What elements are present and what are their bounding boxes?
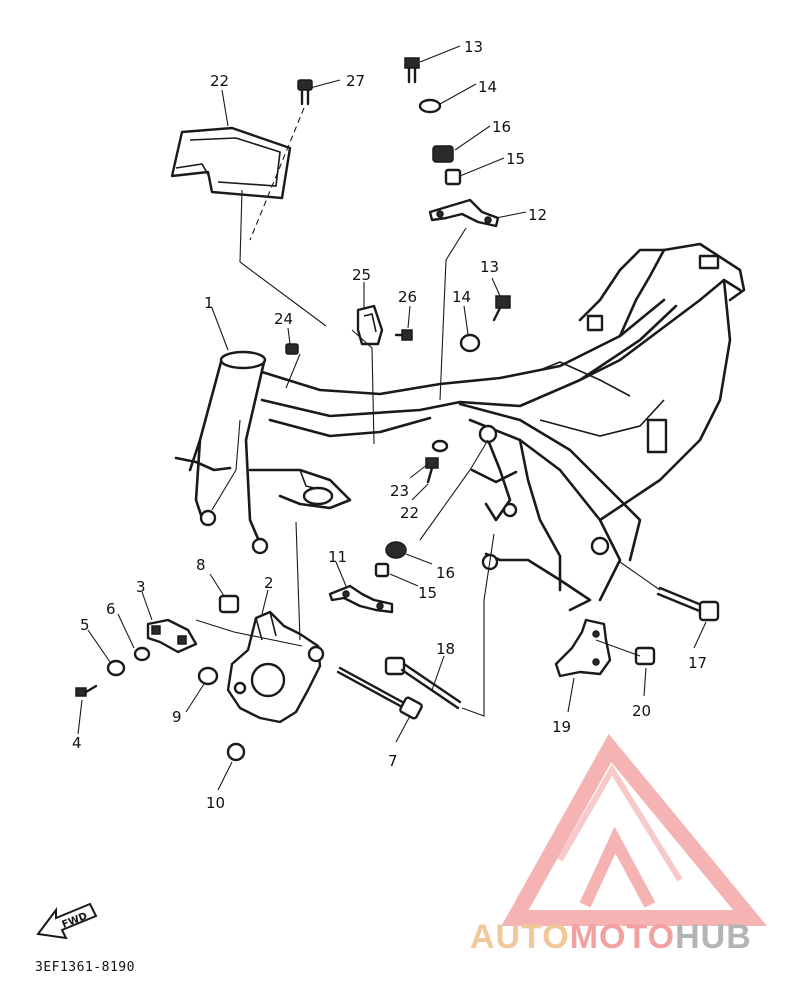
callout-1: 1 [204, 294, 214, 312]
callout-6: 6 [106, 600, 116, 618]
callout-26: 22 [210, 72, 229, 90]
part-1-main-frame [174, 242, 746, 612]
part-20-nut [634, 646, 656, 666]
part-6-washer [133, 646, 151, 662]
callout-13-top: 13 [464, 38, 483, 56]
part-9-washer [197, 666, 219, 686]
part-12-bracket [428, 198, 500, 228]
callout-8: 8 [196, 556, 206, 574]
diagram-code: 3EF1361-8190 [35, 960, 135, 975]
callout-19: 19 [552, 718, 571, 736]
part-2-engine-bracket [226, 610, 325, 724]
part-17-long-bolt [656, 586, 720, 622]
watermark-auto: AUTO [470, 918, 570, 956]
part-13-bolt-mid [492, 295, 511, 322]
callout-25: 26 [398, 288, 417, 306]
callout-3: 3 [136, 578, 146, 596]
watermark-brand: AUTOMOTOHUB [470, 918, 752, 957]
callout-17: 17 [688, 654, 707, 672]
callout-24: 25 [352, 266, 371, 284]
callout-9: 9 [172, 708, 182, 726]
callout-13-mid: 13 [480, 258, 499, 276]
callout-14-top: 14 [478, 78, 497, 96]
callout-20: 20 [632, 702, 651, 720]
callout-16-lower: 16 [436, 564, 455, 582]
callout-11: 11 [328, 548, 347, 566]
part-10-washer [226, 742, 246, 762]
part-18-long-bolt [384, 656, 462, 710]
callout-14-mid: 14 [452, 288, 471, 306]
watermark-logo [501, 733, 767, 926]
part-13-bolt-top [404, 57, 420, 84]
part-7-long-bolt [336, 666, 423, 720]
fwd-arrow-icon: FWD [36, 902, 98, 940]
part-4-bolt [75, 684, 98, 697]
callout-15-lower: 15 [418, 584, 437, 602]
callout-4: 4 [72, 734, 82, 752]
part-16-bushing-lower [385, 541, 407, 559]
callout-7: 7 [388, 752, 398, 770]
part-19-bracket [554, 618, 612, 678]
watermark-hub: HUB [675, 918, 752, 956]
part-14-washer-top [418, 98, 442, 114]
callout-23: 24 [274, 310, 293, 328]
part-14-washer-mid [459, 333, 481, 353]
callout-12: 12 [528, 206, 547, 224]
part-16-bushing-top [432, 145, 454, 163]
callout-16-top: 16 [492, 118, 511, 136]
part-21-bolt [425, 457, 439, 484]
part-26-cover [170, 126, 292, 200]
callout-15-top: 15 [506, 150, 525, 168]
part-11-bracket [328, 584, 394, 614]
callout-27: 27 [346, 72, 365, 90]
callout-22: 23 [390, 482, 409, 500]
part-25-bolt [394, 329, 413, 341]
callout-2: 2 [264, 574, 274, 592]
part-3-bracket [146, 618, 198, 654]
part-24-clamp [356, 304, 384, 346]
part-23-bolt [285, 343, 299, 355]
callout-10: 10 [206, 794, 225, 812]
callout-21: 22 [400, 504, 419, 522]
part-15-collar-top [444, 168, 462, 186]
callout-18: 18 [436, 640, 455, 658]
reference-lines [195, 107, 661, 717]
part-8-nut [218, 594, 240, 614]
part-27-bolt [297, 79, 313, 106]
callout-numbers: 22 27 13 14 16 15 12 25 26 13 14 24 1 23… [72, 38, 707, 812]
callout-leaders [77, 45, 707, 791]
part-5-nut [106, 659, 126, 677]
callout-5: 5 [80, 616, 90, 634]
watermark-moto: MOTO [569, 918, 676, 956]
part-22-washer [431, 439, 449, 453]
part-15-collar-lower [374, 562, 390, 578]
